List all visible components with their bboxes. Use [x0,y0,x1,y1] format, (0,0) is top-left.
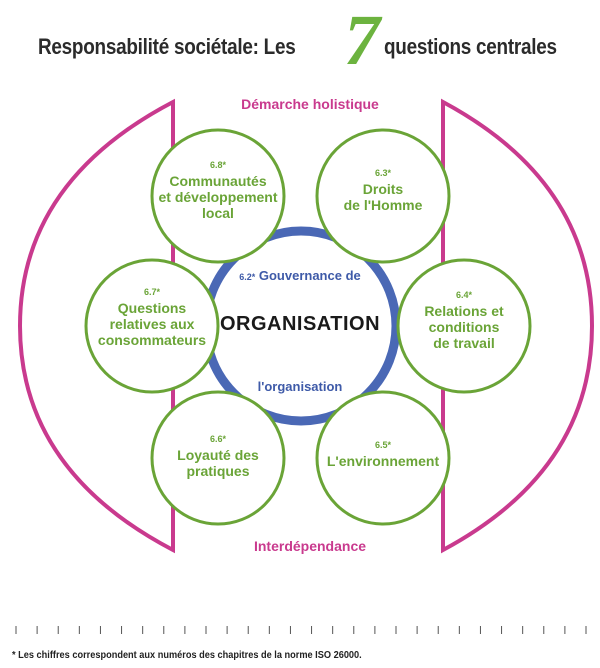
governance-label-bottom: l'organisation [257,379,343,394]
circle-line: local [202,205,234,221]
governance-top-text: Gouvernance de [258,268,361,283]
left-arc-shape [17,98,175,554]
circle-6-5 [315,390,451,526]
circle-6-7 [84,258,220,394]
title: Responsabilité sociétale: Les 7 question… [0,0,600,90]
circle-line: pratiques [186,463,250,479]
circle-6-3 [315,128,451,264]
circle-line: conditions [428,319,500,335]
circle-number: 6.7* [143,287,160,297]
circle-label-6-8: 6.8* Communautés et développement local [148,160,288,221]
governance-number: 6.2* [239,272,256,282]
governance-label-top: 6.2* Gouvernance de [210,268,390,283]
circle-line: de l'Homme [343,197,423,213]
circle-line: Relations et [424,303,504,319]
top-arc-label: Démarche holistique [241,96,379,112]
right-arc-shape [441,98,595,554]
circle-number: 6.6* [209,434,226,444]
circle-6-8 [150,128,286,264]
circle-number: 6.4* [455,290,472,300]
circle-line: et développement [158,189,278,205]
title-text-after: questions centrales [384,34,557,59]
circle-line: de travail [433,335,495,351]
bottom-arc-label: Interdépendance [253,538,367,554]
circle-line: Loyauté des [177,447,259,463]
circle-line: Droits [362,181,404,197]
circle-label-6-4: 6.4* Relations et conditions de travail [394,290,534,351]
tick-divider [15,626,587,634]
center-title: ORGANISATION [219,313,381,335]
circle-number: 6.3* [374,168,391,178]
footnote: * Les chiffres correspondent aux numéros… [12,650,362,661]
circle-number: 6.8* [209,160,226,170]
circle-line: relatives aux [109,316,195,332]
circle-label-6-3: 6.3* Droits de l'Homme [313,168,453,213]
circle-number: 6.5* [374,440,391,450]
circle-line: L'environnement [326,453,440,469]
circle-6-6 [150,390,286,526]
circle-label-6-5: 6.5* L'environnement [313,440,453,469]
circle-line: consommateurs [97,332,207,348]
title-number-seven: 7 [344,0,380,80]
circle-6-4 [396,258,532,394]
title-text-before: Responsabilité sociétale: Les [38,34,296,59]
circle-line: Questions [117,300,187,316]
circle-label-6-7: 6.7* Questions relatives aux consommateu… [82,287,222,348]
circle-label-6-6: 6.6* Loyauté des pratiques [148,434,288,479]
circle-line: Communautés [169,173,267,189]
